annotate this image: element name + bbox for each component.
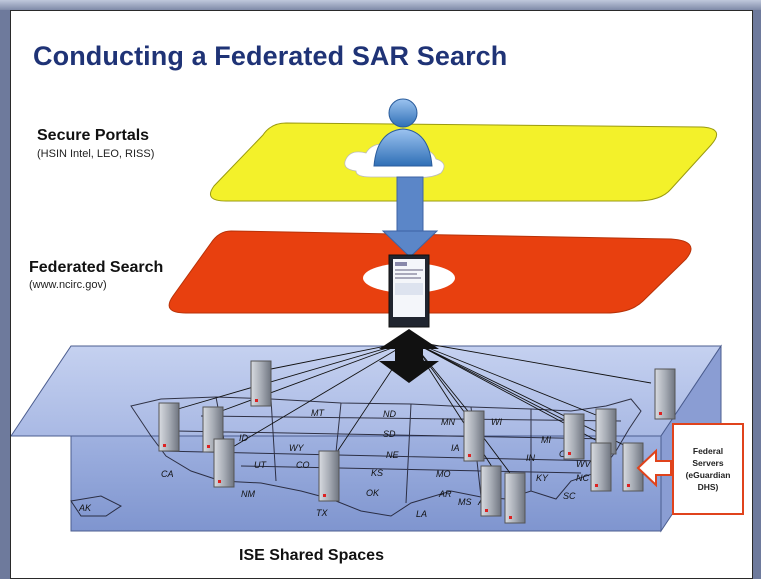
callout-line: Federal — [692, 446, 724, 456]
server-icon — [463, 410, 485, 462]
secure-portals-layer — [210, 122, 718, 202]
state-label-nm: NM — [241, 489, 255, 499]
server-icon — [213, 438, 235, 488]
state-label-ia: IA — [451, 443, 460, 453]
state-label-ak: AK — [78, 503, 92, 513]
ise-shared-spaces-label: ISE Shared Spaces — [239, 547, 384, 564]
server-icon — [480, 465, 502, 517]
window-frame — [0, 0, 761, 10]
servers — [158, 360, 676, 524]
state-label-co: CO — [296, 460, 310, 470]
server-icon — [654, 368, 676, 420]
callout-line: Servers — [692, 458, 724, 468]
state-label-in: IN — [526, 453, 536, 463]
state-label-tx: TX — [316, 508, 328, 518]
secure-portals-label: Secure Portals — [37, 127, 150, 144]
callout-arrow — [636, 448, 672, 488]
state-label-ms: MS — [458, 497, 472, 507]
slide-title: Conducting a Federated SAR Search — [33, 41, 508, 71]
state-label-wv: WV — [576, 459, 591, 469]
server-icon — [590, 442, 612, 492]
black-double-arrow — [379, 329, 439, 383]
state-label-mt: MT — [311, 408, 325, 418]
state-label-id: ID — [239, 433, 249, 443]
state-label-mi: MI — [541, 435, 551, 445]
callout-line: DHS) — [697, 482, 719, 492]
slide: Conducting a Federated SAR Search Secure… — [10, 10, 753, 579]
state-label-mn: MN — [441, 417, 455, 427]
state-label-mo: MO — [436, 469, 451, 479]
state-label-ca: CA — [161, 469, 174, 479]
blue-down-arrow — [381, 176, 439, 258]
state-label-ne: NE — [386, 450, 399, 460]
state-label-ks: KS — [371, 468, 383, 478]
user-icon — [373, 98, 433, 167]
secure-portals-sublabel: (HSIN Intel, LEO, RISS) — [37, 148, 155, 160]
state-label-ok: OK — [366, 488, 380, 498]
callout-line: (eGuardian — [685, 470, 731, 480]
server-icon — [158, 402, 180, 452]
state-label-sc: SC — [563, 491, 576, 501]
federated-search-layer — [168, 230, 692, 314]
server-icon — [563, 413, 585, 460]
state-label-sd: SD — [383, 429, 396, 439]
state-label-la: LA — [416, 509, 427, 519]
federated-search-diagram: MT ND SD MN WI IA NE KS MO OK TX CO UT I… — [11, 98, 722, 533]
state-label-wy: WY — [289, 443, 304, 453]
state-label-wi: WI — [491, 417, 502, 427]
federated-search-sublabel: (www.ncirc.gov) — [29, 279, 107, 291]
state-label-nd: ND — [383, 409, 396, 419]
state-label-ky: KY — [536, 473, 549, 483]
server-icon — [318, 450, 340, 502]
state-label-ut: UT — [254, 460, 267, 470]
federal-servers-callout: Federal Servers (eGuardian DHS) — [672, 423, 744, 515]
state-label-nc: NC — [576, 473, 589, 483]
federated-search-label: Federated Search — [29, 259, 164, 276]
state-label-ar: AR — [438, 489, 452, 499]
server-icon — [504, 472, 526, 524]
search-screen-icon — [388, 254, 430, 328]
server-icon — [250, 360, 272, 407]
